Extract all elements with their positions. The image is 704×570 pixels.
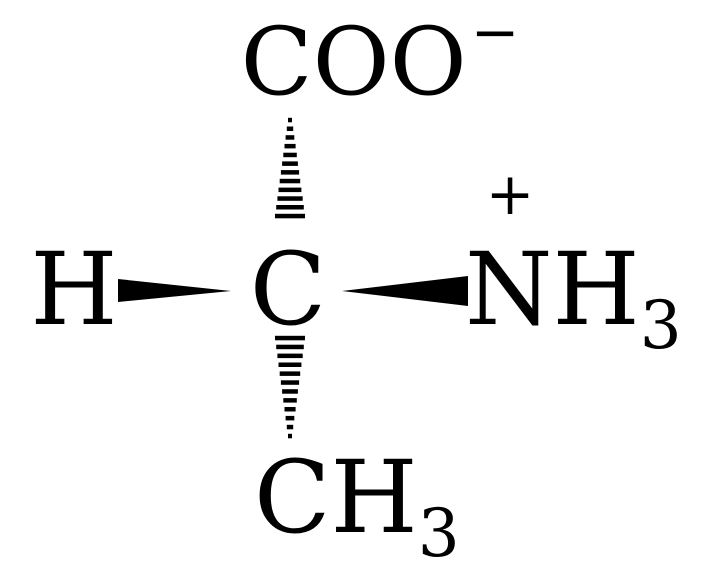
hash-line xyxy=(286,424,294,430)
ammonium-text: NH xyxy=(465,231,640,348)
top-hashed-wedge-bond xyxy=(275,117,305,219)
hash-line xyxy=(280,380,300,385)
hash-line xyxy=(285,135,295,140)
hash-line xyxy=(282,389,298,394)
methyl-subscript: 3 xyxy=(418,495,460,570)
carboxylate-group-label: COO− xyxy=(241,0,520,117)
hash-line xyxy=(280,170,300,175)
left-solid-wedge-bond xyxy=(118,279,231,302)
hash-line xyxy=(277,196,303,201)
hash-line xyxy=(275,213,305,219)
hash-line xyxy=(288,433,292,439)
ammonium-subscript: 3 xyxy=(640,287,682,364)
methyl-group-label: CH3 xyxy=(254,439,460,570)
hash-line xyxy=(283,398,297,403)
ammonium-group-label: NH3 xyxy=(465,231,682,364)
hash-line xyxy=(278,362,302,367)
hash-line xyxy=(279,178,301,184)
carboxylate-text: COO xyxy=(241,8,467,117)
hash-line xyxy=(279,371,301,376)
right-solid-wedge-bond xyxy=(342,276,468,306)
hash-line xyxy=(278,187,302,193)
hash-line xyxy=(286,126,294,131)
hash-line xyxy=(275,335,305,341)
hash-line xyxy=(288,117,292,123)
hash-line xyxy=(284,143,296,149)
ammonium-charge: + xyxy=(486,160,535,228)
hash-line xyxy=(285,415,295,421)
carboxylate-charge: − xyxy=(471,0,520,66)
hash-line xyxy=(277,353,303,359)
methyl-text: CH xyxy=(254,439,418,556)
central-carbon-label: C xyxy=(250,231,327,348)
hash-line xyxy=(282,161,298,166)
hash-line xyxy=(276,205,304,210)
bottom-hashed-wedge-bond xyxy=(275,335,305,439)
hash-line xyxy=(276,344,304,350)
hash-line xyxy=(284,407,296,412)
hydrogen-atom-label: H xyxy=(30,231,117,348)
hash-line xyxy=(283,152,297,158)
